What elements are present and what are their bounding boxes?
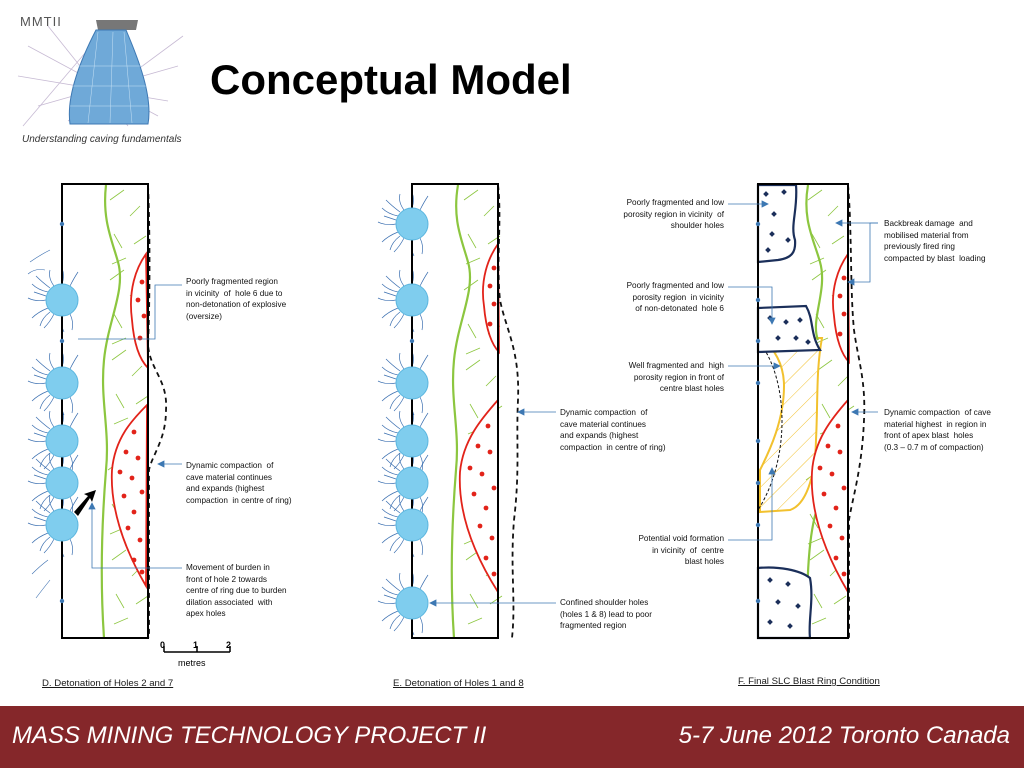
- scale-unit: metres: [178, 658, 206, 668]
- annotation-d-compaction: Dynamic compaction of cave material cont…: [186, 461, 292, 505]
- caption-panel-d: D. Detonation of Holes 2 and 7: [42, 678, 174, 689]
- scale-tick-0: 0: [160, 640, 166, 650]
- logo-graphic: [17, 20, 184, 127]
- annotation-f-void: Potential void formation in vicinity of …: [638, 534, 724, 567]
- annotation-d-oversize: Poorly fragmented region in vicinity of …: [186, 277, 287, 321]
- page-title: Conceptual Model: [210, 56, 572, 103]
- logo-text: MMTII: [20, 14, 62, 29]
- compaction-markers-e: [467, 265, 497, 577]
- annotation-d-burden: Movement of burden in front of hole 2 to…: [186, 563, 287, 619]
- annotation-f-well-fragmented: Well fragmented and high porosity region…: [628, 361, 724, 394]
- panel-d: [27, 183, 231, 653]
- compaction-markers-f: [817, 275, 847, 577]
- scale-tick-1: 1: [193, 640, 199, 650]
- caption-panel-f: F. Final SLC Blast Ring Condition: [738, 676, 880, 687]
- compaction-markers-d: [117, 279, 147, 575]
- annotation-f-apex: Dynamic compaction of cave material high…: [884, 408, 991, 452]
- footer-bar: MASS MINING TECHNOLOGY PROJECT II 5-7 Ju…: [0, 706, 1024, 768]
- annotation-f-shoulder: Poorly fragmented and low porosity regio…: [623, 198, 724, 231]
- annotation-e-compaction: Dynamic compaction of cave material cont…: [560, 408, 666, 452]
- footer-event: 5-7 June 2012 Toronto Canada: [678, 722, 1010, 749]
- mmtii-logo: MMTII Understanding caving fundamentals: [8, 6, 186, 146]
- blast-holes-d: [45, 283, 79, 542]
- scale-tick-2: 2: [226, 640, 232, 650]
- scale-bar: [163, 646, 231, 653]
- diagram-graphics: [27, 183, 878, 653]
- annotation-f-backbreak: Backbreak damage and mobilised material …: [884, 219, 986, 263]
- logo-tagline: Understanding caving fundamentals: [22, 134, 182, 145]
- caption-panel-e: E. Detonation of Holes 1 and 8: [393, 678, 524, 689]
- panel-e: [377, 183, 556, 639]
- annotation-e-shoulder: Confined shoulder holes (holes 1 & 8) le…: [560, 598, 652, 631]
- annotation-f-hole6: Poorly fragmented and low porosity regio…: [626, 281, 724, 314]
- footer-project: MASS MINING TECHNOLOGY PROJECT II: [12, 722, 487, 749]
- blast-holes-e: [395, 207, 429, 620]
- conceptual-model-diagram: Poorly fragmented region in vicinity of …: [0, 170, 1024, 700]
- panel-f: [728, 183, 878, 640]
